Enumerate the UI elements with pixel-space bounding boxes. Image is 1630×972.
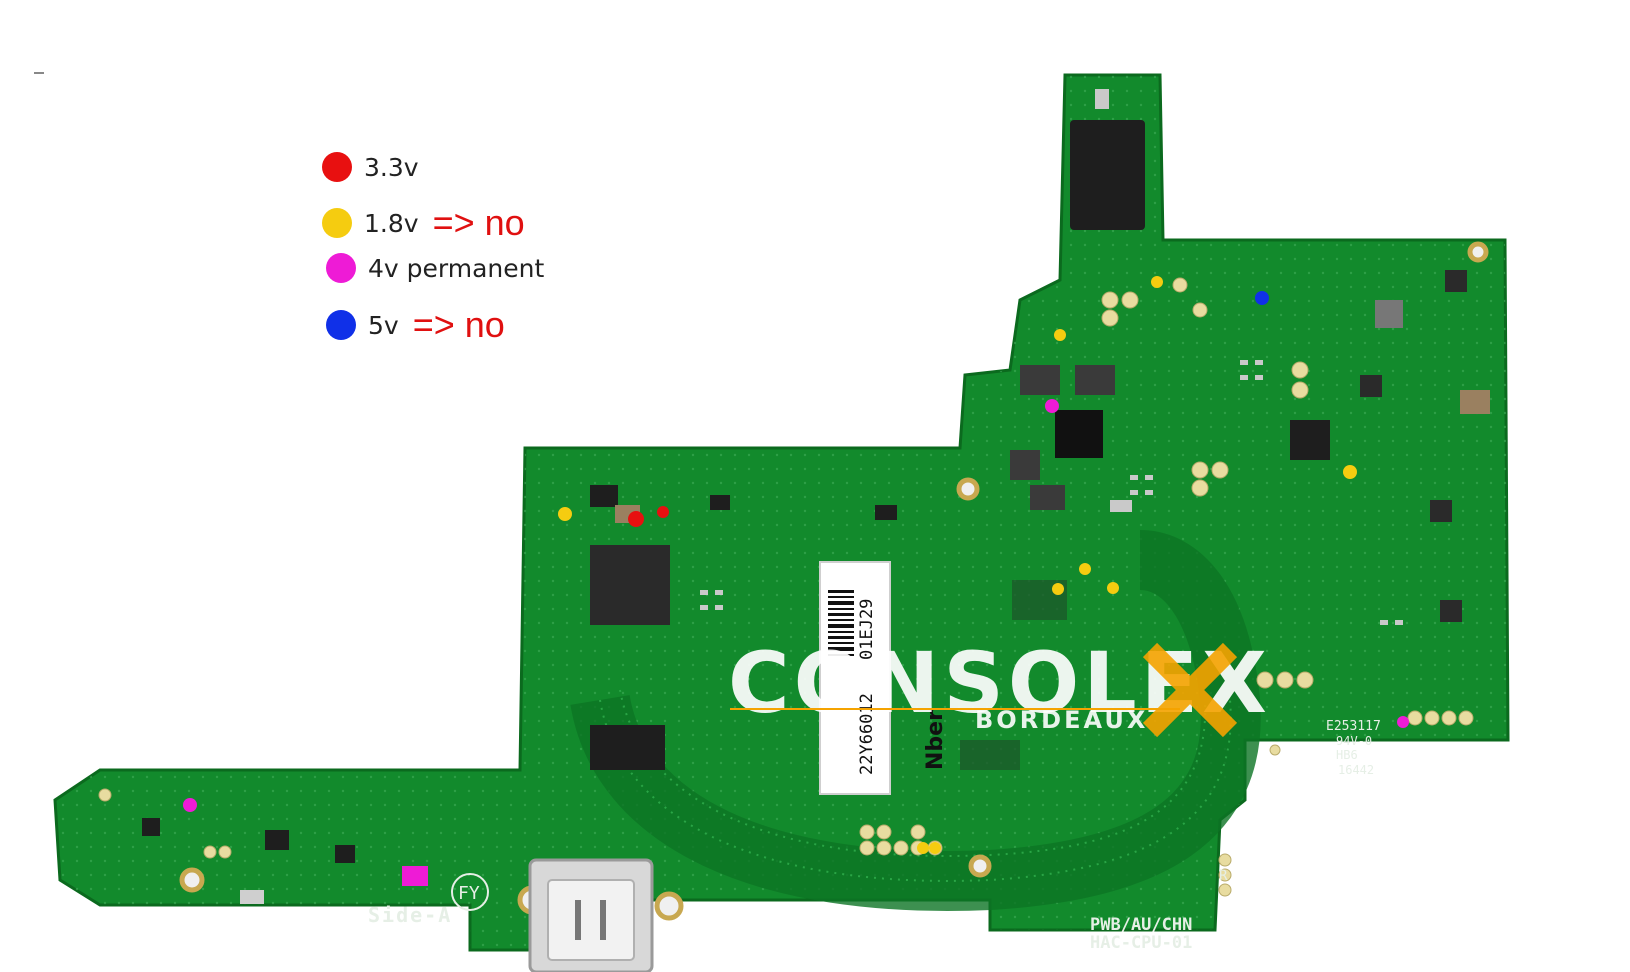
legend-label: 5v [368, 310, 399, 340]
yellow-dot-icon [322, 208, 352, 238]
legend-item-5v: 5v => no [322, 304, 505, 346]
trace-band [570, 530, 1261, 911]
marker-5v [1255, 291, 1269, 305]
marker-1v8 [558, 507, 572, 521]
magenta-dot-icon [326, 253, 356, 283]
silk-code-3: HB6 [1336, 748, 1358, 762]
marker-3v3-2 [657, 506, 669, 518]
chip-flash [1070, 120, 1145, 230]
corner-mark [34, 72, 44, 74]
legend-label: 3.3v [364, 152, 419, 182]
silk-nber: Nber [923, 710, 948, 770]
silk-code-2: 94V-0 [1336, 734, 1372, 748]
silk-code-1: E253117 [1326, 719, 1381, 734]
silk-model-1: PWB/AU/CHN [1090, 915, 1192, 935]
blue-dot-icon [326, 310, 356, 340]
barcode-sticker: 22Y66012 01EJ29 [819, 561, 891, 795]
legend-label: 4v permanent [368, 253, 545, 283]
silk-model-2: HAC-CPU-01 [1090, 933, 1192, 953]
marker-4v-2 [183, 798, 197, 812]
legend-item-1v8: 1.8v => no [322, 202, 525, 244]
silk-code-4: 16442 [1338, 763, 1374, 777]
silk-side: Side-A [368, 903, 452, 927]
barcode-text-2: 01EJ29 [857, 599, 877, 660]
watermark-subtext: BORDEAUX [975, 706, 1148, 734]
chip-driver [590, 725, 665, 770]
legend-note: => no [432, 202, 525, 243]
legend-item-4v: 4v permanent [322, 253, 544, 283]
barcode-text-1: 22Y66012 [857, 693, 877, 775]
watermark-logo: CONSOLEX BORDEAUX [728, 634, 1267, 738]
silk-fy: FY [458, 883, 480, 904]
legend-note: => no [412, 304, 505, 345]
chip-pmic [1055, 410, 1103, 458]
marker-4v-3 [1397, 716, 1409, 728]
marker-4v-1 [1045, 399, 1059, 413]
marker-4v-pad [402, 866, 428, 886]
voltage-markers [183, 276, 1409, 886]
red-dot-icon [322, 152, 352, 182]
silk-r: R [1219, 868, 1228, 884]
chip-controller [590, 545, 670, 625]
legend-label: 1.8v [364, 208, 419, 238]
legend-item-3v3: 3.3v [322, 152, 419, 182]
chip-right [1290, 420, 1330, 460]
usb-c-port-icon [528, 858, 654, 972]
marker-3v3-1 [628, 511, 644, 527]
